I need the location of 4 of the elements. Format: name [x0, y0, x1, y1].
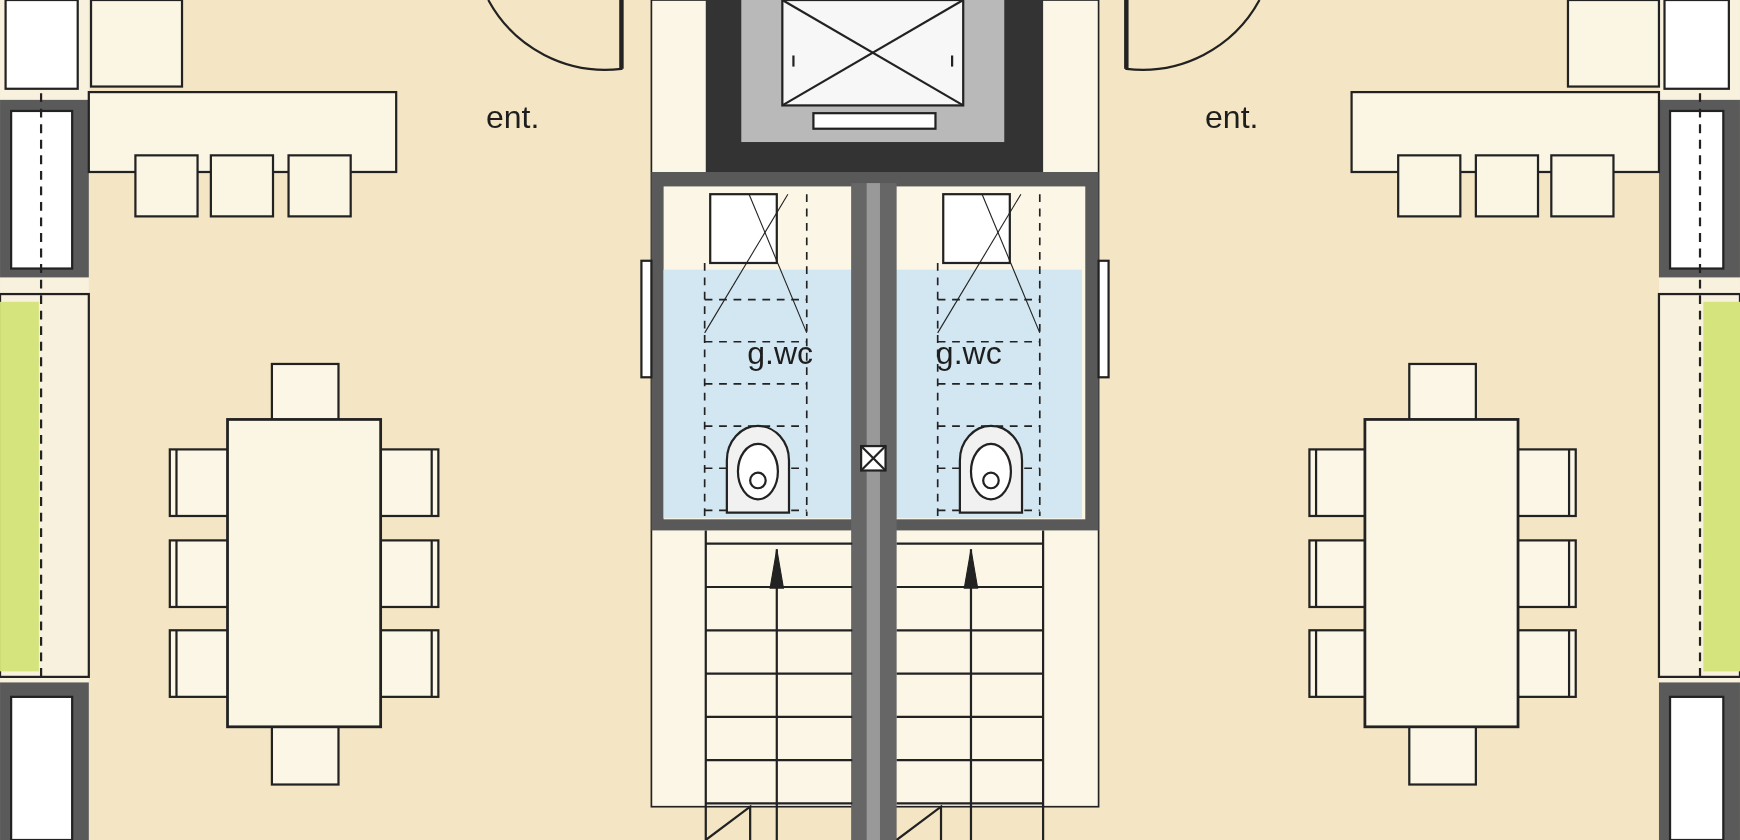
room-label: g.wc [747, 336, 813, 369]
room-label: ent. [1205, 100, 1259, 133]
room-label: g.wc [935, 336, 1002, 369]
room-label: ent. [486, 100, 540, 133]
